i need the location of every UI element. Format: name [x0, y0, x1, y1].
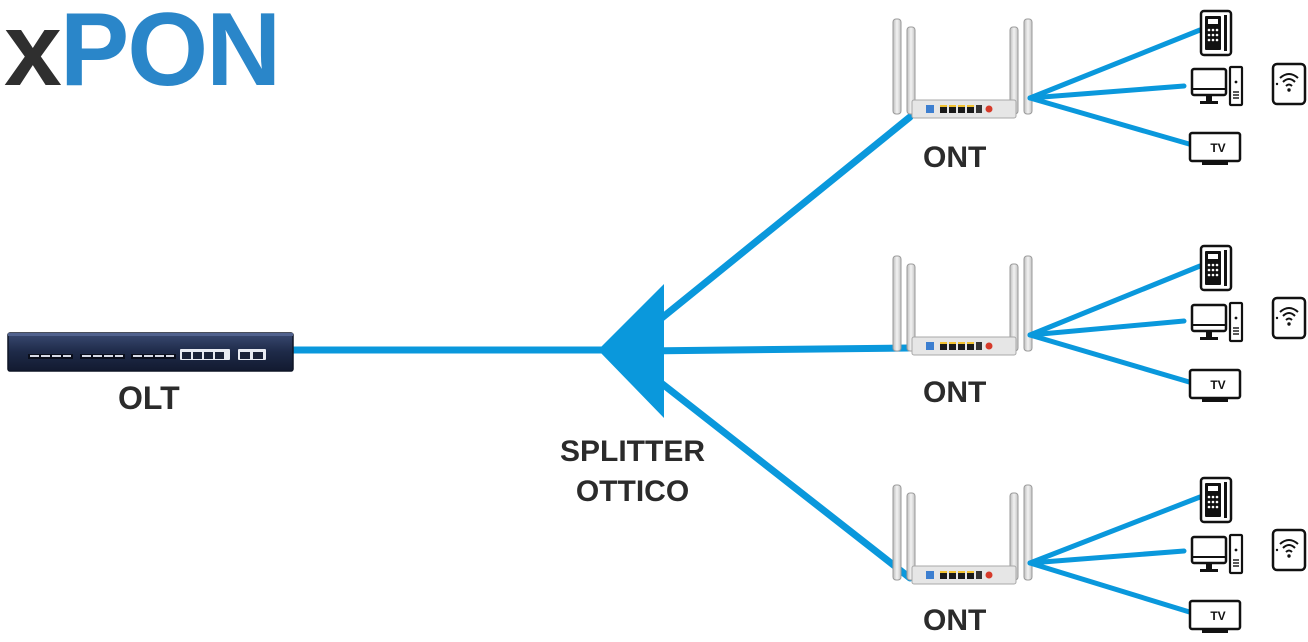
ont-label-2: ONT — [923, 376, 987, 409]
ont-router-2 — [892, 255, 1033, 356]
drop-fiber-1 — [638, 113, 914, 338]
ont-label-3: ONT — [923, 604, 987, 637]
tv-label: TV — [1210, 141, 1225, 155]
olt-label: OLT — [118, 380, 180, 416]
tv-label: TV — [1210, 378, 1225, 392]
optical-splitter-shape — [598, 284, 664, 418]
ip-phone-icon — [1199, 476, 1233, 524]
ont-router-3 — [892, 484, 1033, 585]
tablet-wifi-icon — [1271, 296, 1307, 340]
title-prefix: x — [4, 0, 62, 108]
olt-device — [7, 332, 294, 372]
tv-icon: TV — [1188, 368, 1242, 404]
splitter-label-line1: SPLITTER — [560, 435, 706, 468]
ont-label-1: ONT — [923, 141, 987, 174]
tablet-wifi-icon — [1271, 62, 1307, 106]
desktop-computer-icon — [1190, 301, 1244, 343]
page-title: xPON — [4, 0, 281, 102]
device-links-2 — [1027, 263, 1203, 387]
desktop-computer-icon — [1190, 65, 1244, 107]
ip-phone-icon — [1199, 244, 1233, 292]
device-links-3 — [1027, 494, 1203, 617]
drop-fiber-2 — [638, 344, 912, 355]
tv-icon: TV — [1188, 599, 1242, 635]
ont-router-1 — [892, 18, 1033, 119]
splitter-label-line2: OTTICO — [575, 475, 690, 508]
tv-icon: TV — [1188, 131, 1242, 167]
desktop-computer-icon — [1190, 533, 1244, 575]
splitter-label: SPLITTER OTTICO — [560, 432, 705, 512]
drop-fiber-3 — [638, 364, 914, 582]
tablet-wifi-icon — [1271, 528, 1307, 572]
title-main: PON — [59, 0, 281, 108]
tv-label: TV — [1210, 609, 1225, 623]
ip-phone-icon — [1199, 9, 1233, 57]
device-links-1 — [1027, 27, 1203, 149]
